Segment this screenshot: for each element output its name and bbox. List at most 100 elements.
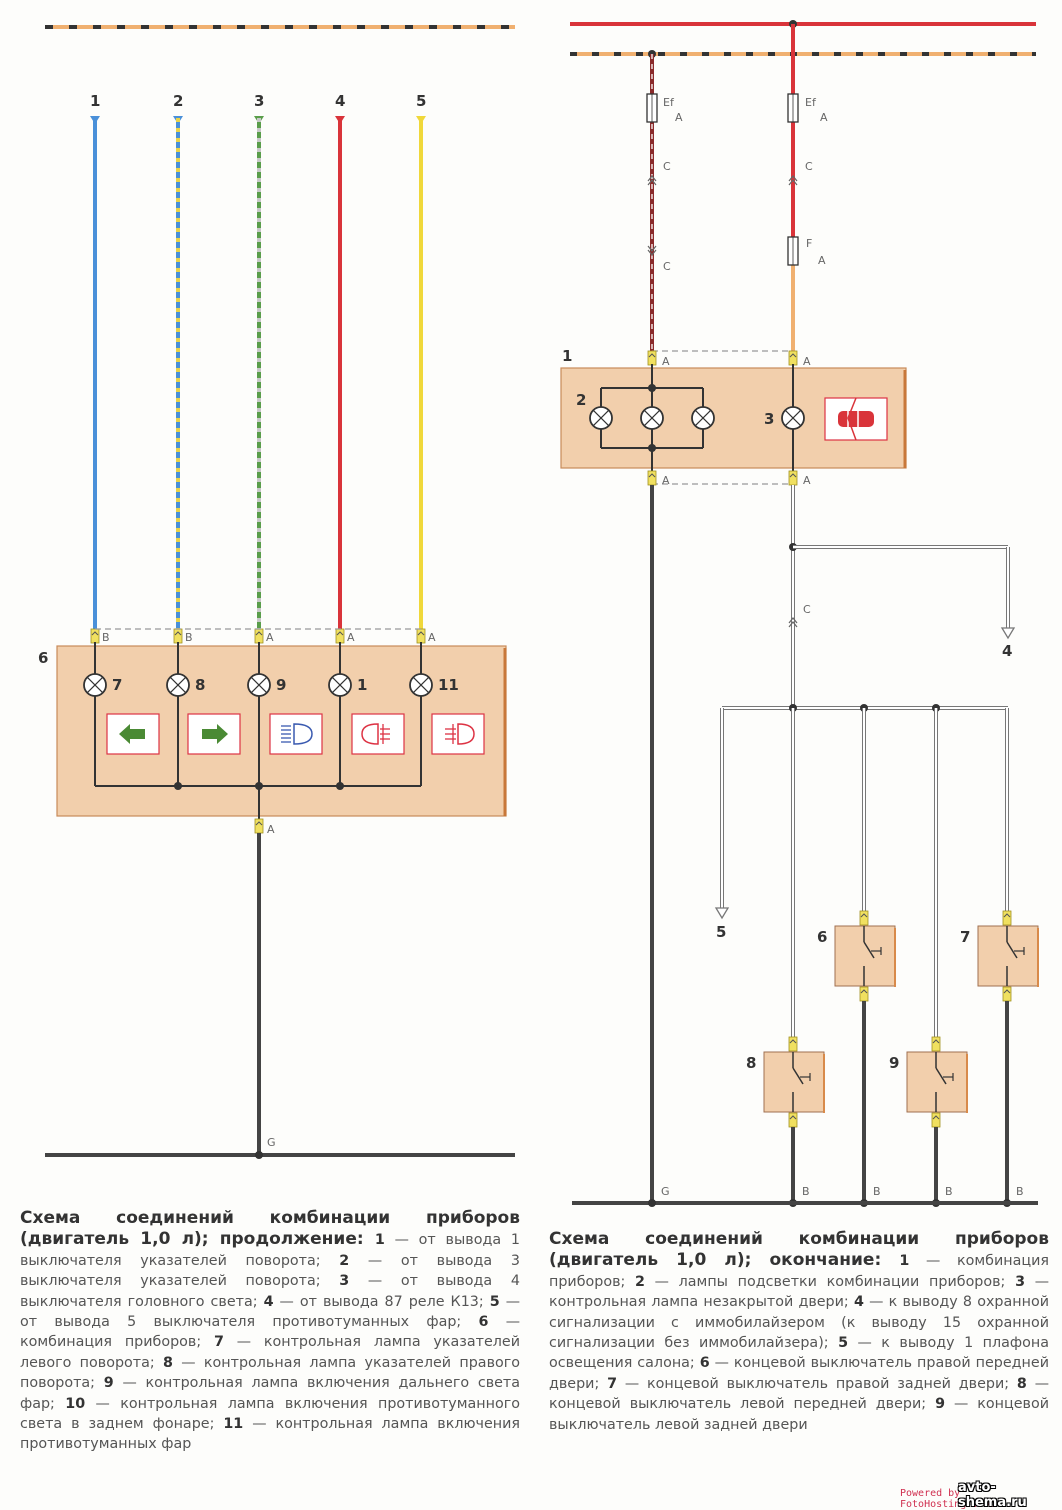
connector: [173, 628, 183, 644]
junction-dot: [648, 1199, 656, 1207]
arrow-label-4: 4: [1002, 642, 1012, 660]
pin-label: A: [662, 355, 670, 368]
switch-label-9: 9: [889, 1054, 899, 1072]
lamp-cross: [694, 409, 712, 427]
ground-label: G: [661, 1185, 670, 1198]
caption-item: 6 — концевой выключатель правой передней…: [549, 1355, 1049, 1392]
lamp-label-8: 8: [195, 676, 205, 694]
caption-item: 3 — от вывода 4 выключателя головного св…: [20, 1273, 520, 1310]
indicator-box: [269, 713, 323, 755]
connector: [788, 470, 798, 486]
pin-label: A: [347, 631, 355, 644]
door-switch-block-6: [834, 925, 896, 987]
input-label-1: 1: [90, 92, 100, 110]
socket-connector-icon: [647, 245, 657, 256]
lamp-cross: [331, 676, 349, 694]
connector: [859, 986, 869, 1002]
switch-contact: [792, 1067, 804, 1085]
switch-contact: [1006, 941, 1018, 959]
connector: [647, 470, 657, 486]
fuse-label: Ef: [663, 96, 675, 109]
connector: [647, 350, 657, 366]
right-turn-arrow-icon: [202, 724, 228, 744]
connector-chevron: [255, 631, 263, 636]
connector-chevron: [91, 631, 99, 636]
lamp-cross: [643, 409, 661, 427]
lamp-cross: [169, 676, 187, 694]
lamp-label-11: 11: [438, 676, 459, 694]
caption-title: Схема соединений комбинации приборов (дв…: [20, 1208, 520, 1250]
lamp-label-9: 9: [276, 676, 286, 694]
conn-label: C: [805, 160, 813, 173]
arrow-label-5: 5: [716, 923, 726, 941]
arrow-to-5: [714, 907, 730, 920]
fuse-label: F: [806, 237, 812, 250]
pin-label: A: [267, 823, 275, 836]
caption-item: 3 — контрольная лампа незакрытой двери;: [549, 1273, 1049, 1311]
lamp-label-3: 3: [764, 410, 774, 428]
plug-connector-icon: [788, 175, 798, 186]
caption-item: 4 — к выводу 8 охранной сигнализации с и…: [549, 1294, 1049, 1352]
ground-label: G: [267, 1136, 276, 1149]
caption-item: 4 — от вывода 87 реле К13;: [263, 1293, 490, 1310]
connector-chevron: [648, 473, 656, 478]
lamp-cross: [784, 409, 802, 427]
connector-chevron: [174, 631, 182, 636]
pin-label: A: [662, 474, 670, 487]
block-label-1: 1: [562, 347, 572, 365]
conn-label: C: [663, 160, 671, 173]
ground-label: B: [945, 1185, 953, 1198]
connector: [254, 628, 264, 644]
connector-chevron: [789, 353, 797, 358]
plug-connector-icon: [647, 175, 657, 186]
connector: [1002, 986, 1012, 1002]
lamp-cross: [592, 409, 610, 427]
conn-label: C: [663, 260, 671, 273]
door-open-icon-door: [847, 397, 857, 441]
connector-chevron: [255, 821, 263, 826]
caption-item: 8 — контрольная лампа указателей правого…: [20, 1354, 521, 1392]
connector-chevron: [860, 913, 868, 918]
lamp-cross: [86, 676, 104, 694]
door-switch-block-9: [906, 1051, 968, 1113]
caption-title: Схема соединений комбинации приборов (дв…: [549, 1229, 1049, 1271]
connector: [931, 1112, 941, 1128]
connector: [788, 1036, 798, 1052]
connector-chevron: [1003, 989, 1011, 994]
pin-label: A: [428, 631, 436, 644]
lamp-cross: [250, 676, 268, 694]
caption-item: 2 — лампы подсветки комбинации приборов;: [635, 1273, 1016, 1290]
input-label-5: 5: [416, 92, 426, 110]
connector-chevron: [789, 1115, 797, 1120]
connector: [254, 818, 264, 834]
connector-chevron: [417, 631, 425, 636]
connector: [931, 1036, 941, 1052]
pin-label: A: [266, 631, 274, 644]
lamp-label-7: 7: [112, 676, 122, 694]
ground-label: B: [873, 1185, 881, 1198]
input-label-4: 4: [335, 92, 345, 110]
caption-item: 5 — от вывода 5 выключателя противотуман…: [20, 1293, 521, 1331]
caption-right: Схема соединений комбинации приборов (дв…: [549, 1229, 1049, 1435]
input-label-3: 3: [254, 92, 264, 110]
connector-chevron: [789, 473, 797, 478]
caption-item: 11 — контрольная лампа включения противо…: [20, 1416, 520, 1453]
pin-label: B: [185, 631, 193, 644]
arrow-to-4: [1000, 627, 1016, 640]
ground-junction: [255, 1151, 263, 1159]
conn-label: C: [803, 603, 811, 616]
ground-label: B: [1016, 1185, 1024, 1198]
caption-left: Схема соединений комбинации приборов (дв…: [20, 1208, 520, 1455]
connector: [416, 628, 426, 644]
junction-dot: [174, 782, 182, 790]
connector: [788, 1112, 798, 1128]
caption-item: 6 — комбинация приборов;: [20, 1314, 520, 1351]
block-label-6: 6: [38, 649, 48, 667]
fuse-label: Ef: [805, 96, 817, 109]
door-open-icon: [838, 411, 874, 427]
connector-chevron: [789, 1039, 797, 1044]
pin-label: B: [102, 631, 110, 644]
caption-item: 7 — концевой выключатель правой задней д…: [607, 1375, 1017, 1392]
connector-chevron: [1003, 913, 1011, 918]
caption-item: 1 — от вывода 1 выключателя указателей п…: [20, 1232, 520, 1269]
